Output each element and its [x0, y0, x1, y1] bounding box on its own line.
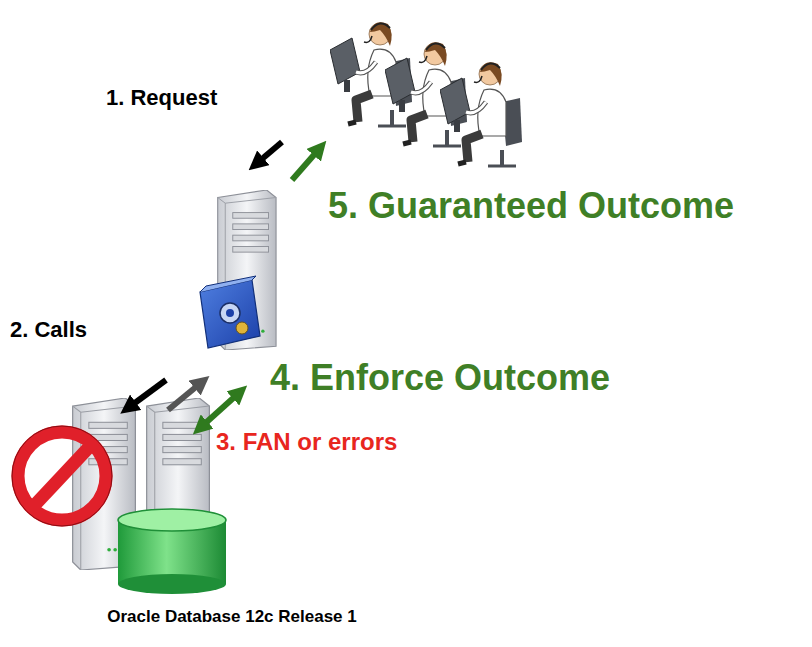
app-server [200, 190, 276, 350]
product-caption: Oracle Database 12c Release 1 [107, 608, 357, 627]
users-figure [330, 22, 522, 166]
outcome-label: 4. Enforce Outcome [270, 358, 610, 398]
outcome-label: 5. Guaranteed Outcome [328, 186, 734, 226]
database-servers [12, 398, 226, 594]
error-label: 3. FAN or errors [216, 429, 397, 455]
prohibition-sign [12, 426, 112, 526]
step-label: 1. Request [106, 86, 217, 110]
step-label: 2. Calls [10, 318, 87, 342]
